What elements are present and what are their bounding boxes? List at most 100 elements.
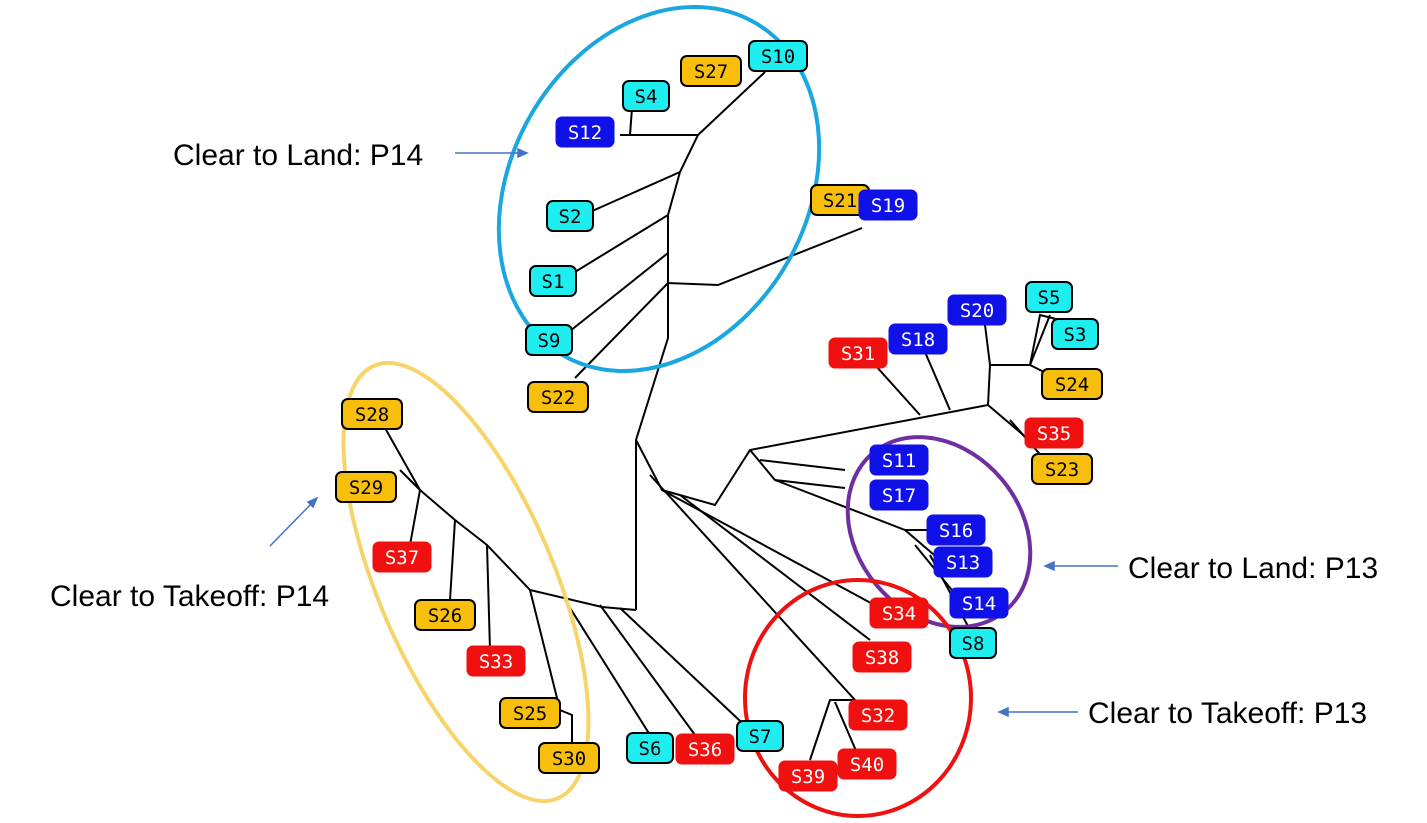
node-label: S39 bbox=[791, 766, 825, 788]
node-label: S5 bbox=[1038, 287, 1061, 309]
node-box bbox=[933, 546, 993, 578]
node-box bbox=[525, 324, 573, 356]
label-clear-to-land-p14: Clear to Land: P14 bbox=[173, 139, 423, 172]
node-box bbox=[1024, 417, 1084, 449]
node-label: S24 bbox=[1055, 374, 1089, 396]
node-s27: S27 bbox=[680, 55, 742, 87]
node-label: S31 bbox=[841, 343, 875, 365]
node-box bbox=[949, 587, 1009, 619]
node-box bbox=[869, 444, 929, 476]
node-s31: S31 bbox=[828, 337, 888, 369]
node-label: S17 bbox=[882, 485, 916, 507]
edge bbox=[564, 599, 651, 736]
ellipse-clear-to-takeoff-p13 bbox=[743, 578, 973, 818]
node-label: S7 bbox=[749, 726, 772, 748]
node-box bbox=[947, 294, 1007, 326]
node-box bbox=[888, 323, 948, 355]
node-s32: S32 bbox=[848, 699, 908, 731]
arrowhead-takeoff-p13 bbox=[997, 706, 1009, 718]
node-box bbox=[828, 337, 888, 369]
edge bbox=[984, 324, 991, 366]
tree-edges bbox=[384, 71, 1061, 761]
node-label: S4 bbox=[635, 86, 658, 108]
node-s4: S4 bbox=[622, 80, 670, 112]
edge bbox=[564, 252, 669, 336]
node-label: S33 bbox=[479, 651, 513, 673]
node-label: S28 bbox=[355, 404, 389, 426]
node-label: S12 bbox=[568, 122, 602, 144]
node-label: S11 bbox=[882, 450, 916, 472]
arrowhead-land-p14 bbox=[517, 147, 529, 159]
node-box bbox=[858, 189, 918, 221]
edge bbox=[409, 489, 421, 546]
node-s38: S38 bbox=[852, 641, 912, 673]
node-label: S18 bbox=[901, 329, 935, 351]
node-box bbox=[466, 645, 526, 677]
node-box bbox=[1031, 453, 1093, 485]
edge bbox=[629, 107, 633, 136]
node-label: S32 bbox=[861, 705, 895, 727]
edge bbox=[486, 544, 491, 651]
node-s3: S3 bbox=[1051, 318, 1099, 350]
node-label: S38 bbox=[865, 647, 899, 669]
node-s10: S10 bbox=[748, 40, 808, 72]
node-box bbox=[869, 597, 929, 629]
node-box bbox=[341, 398, 403, 430]
node-s24: S24 bbox=[1041, 368, 1103, 400]
node-box bbox=[949, 627, 997, 659]
node-label: S23 bbox=[1045, 459, 1079, 481]
node-s28: S28 bbox=[341, 398, 403, 430]
ellipse-clear-to-takeoff-p14 bbox=[341, 360, 591, 804]
node-box bbox=[748, 40, 808, 72]
node-box bbox=[335, 471, 397, 503]
node-label: S16 bbox=[939, 520, 973, 542]
node-s37: S37 bbox=[372, 541, 432, 573]
node-label: S8 bbox=[962, 633, 985, 655]
edge bbox=[635, 227, 863, 610]
node-s11: S11 bbox=[869, 444, 929, 476]
node-s14: S14 bbox=[949, 587, 1009, 619]
arrowhead-takeoff-p14 bbox=[306, 496, 319, 509]
node-box bbox=[1041, 368, 1103, 400]
edge bbox=[399, 469, 421, 491]
node-box bbox=[1051, 318, 1099, 350]
node-s40: S40 bbox=[837, 748, 897, 780]
edge bbox=[589, 171, 681, 213]
node-box bbox=[869, 479, 929, 511]
edge bbox=[874, 364, 921, 416]
label-clear-to-takeoff-p13: Clear to Takeoff: P13 bbox=[1088, 697, 1367, 730]
node-s7: S7 bbox=[736, 720, 784, 752]
node-label: S20 bbox=[960, 300, 994, 322]
edge bbox=[569, 214, 669, 276]
node-label: S2 bbox=[559, 206, 582, 228]
edge bbox=[667, 71, 766, 283]
node-s23: S23 bbox=[1031, 453, 1093, 485]
node-s18: S18 bbox=[888, 323, 948, 355]
node-box bbox=[778, 760, 838, 792]
node-label: S29 bbox=[349, 477, 383, 499]
node-s2: S2 bbox=[546, 200, 594, 232]
node-box bbox=[837, 748, 897, 780]
node-box bbox=[499, 697, 561, 729]
edge bbox=[679, 494, 871, 641]
node-s30: S30 bbox=[538, 742, 600, 774]
edge bbox=[449, 519, 456, 601]
node-s16: S16 bbox=[926, 514, 986, 546]
node-box bbox=[926, 514, 986, 546]
node-s33: S33 bbox=[466, 645, 526, 677]
node-label: S10 bbox=[761, 46, 795, 68]
node-box bbox=[527, 381, 589, 413]
edge bbox=[384, 427, 637, 611]
node-label: S22 bbox=[541, 387, 575, 409]
edge bbox=[924, 351, 951, 411]
node-label: S35 bbox=[1037, 423, 1071, 445]
edge bbox=[987, 314, 1051, 406]
node-box bbox=[848, 699, 908, 731]
node-s8: S8 bbox=[949, 627, 997, 659]
node-label: S13 bbox=[946, 552, 980, 574]
label-clear-to-land-p13: Clear to Land: P13 bbox=[1128, 552, 1378, 585]
node-box bbox=[529, 265, 577, 297]
node-box bbox=[626, 732, 674, 764]
edge bbox=[599, 604, 696, 736]
